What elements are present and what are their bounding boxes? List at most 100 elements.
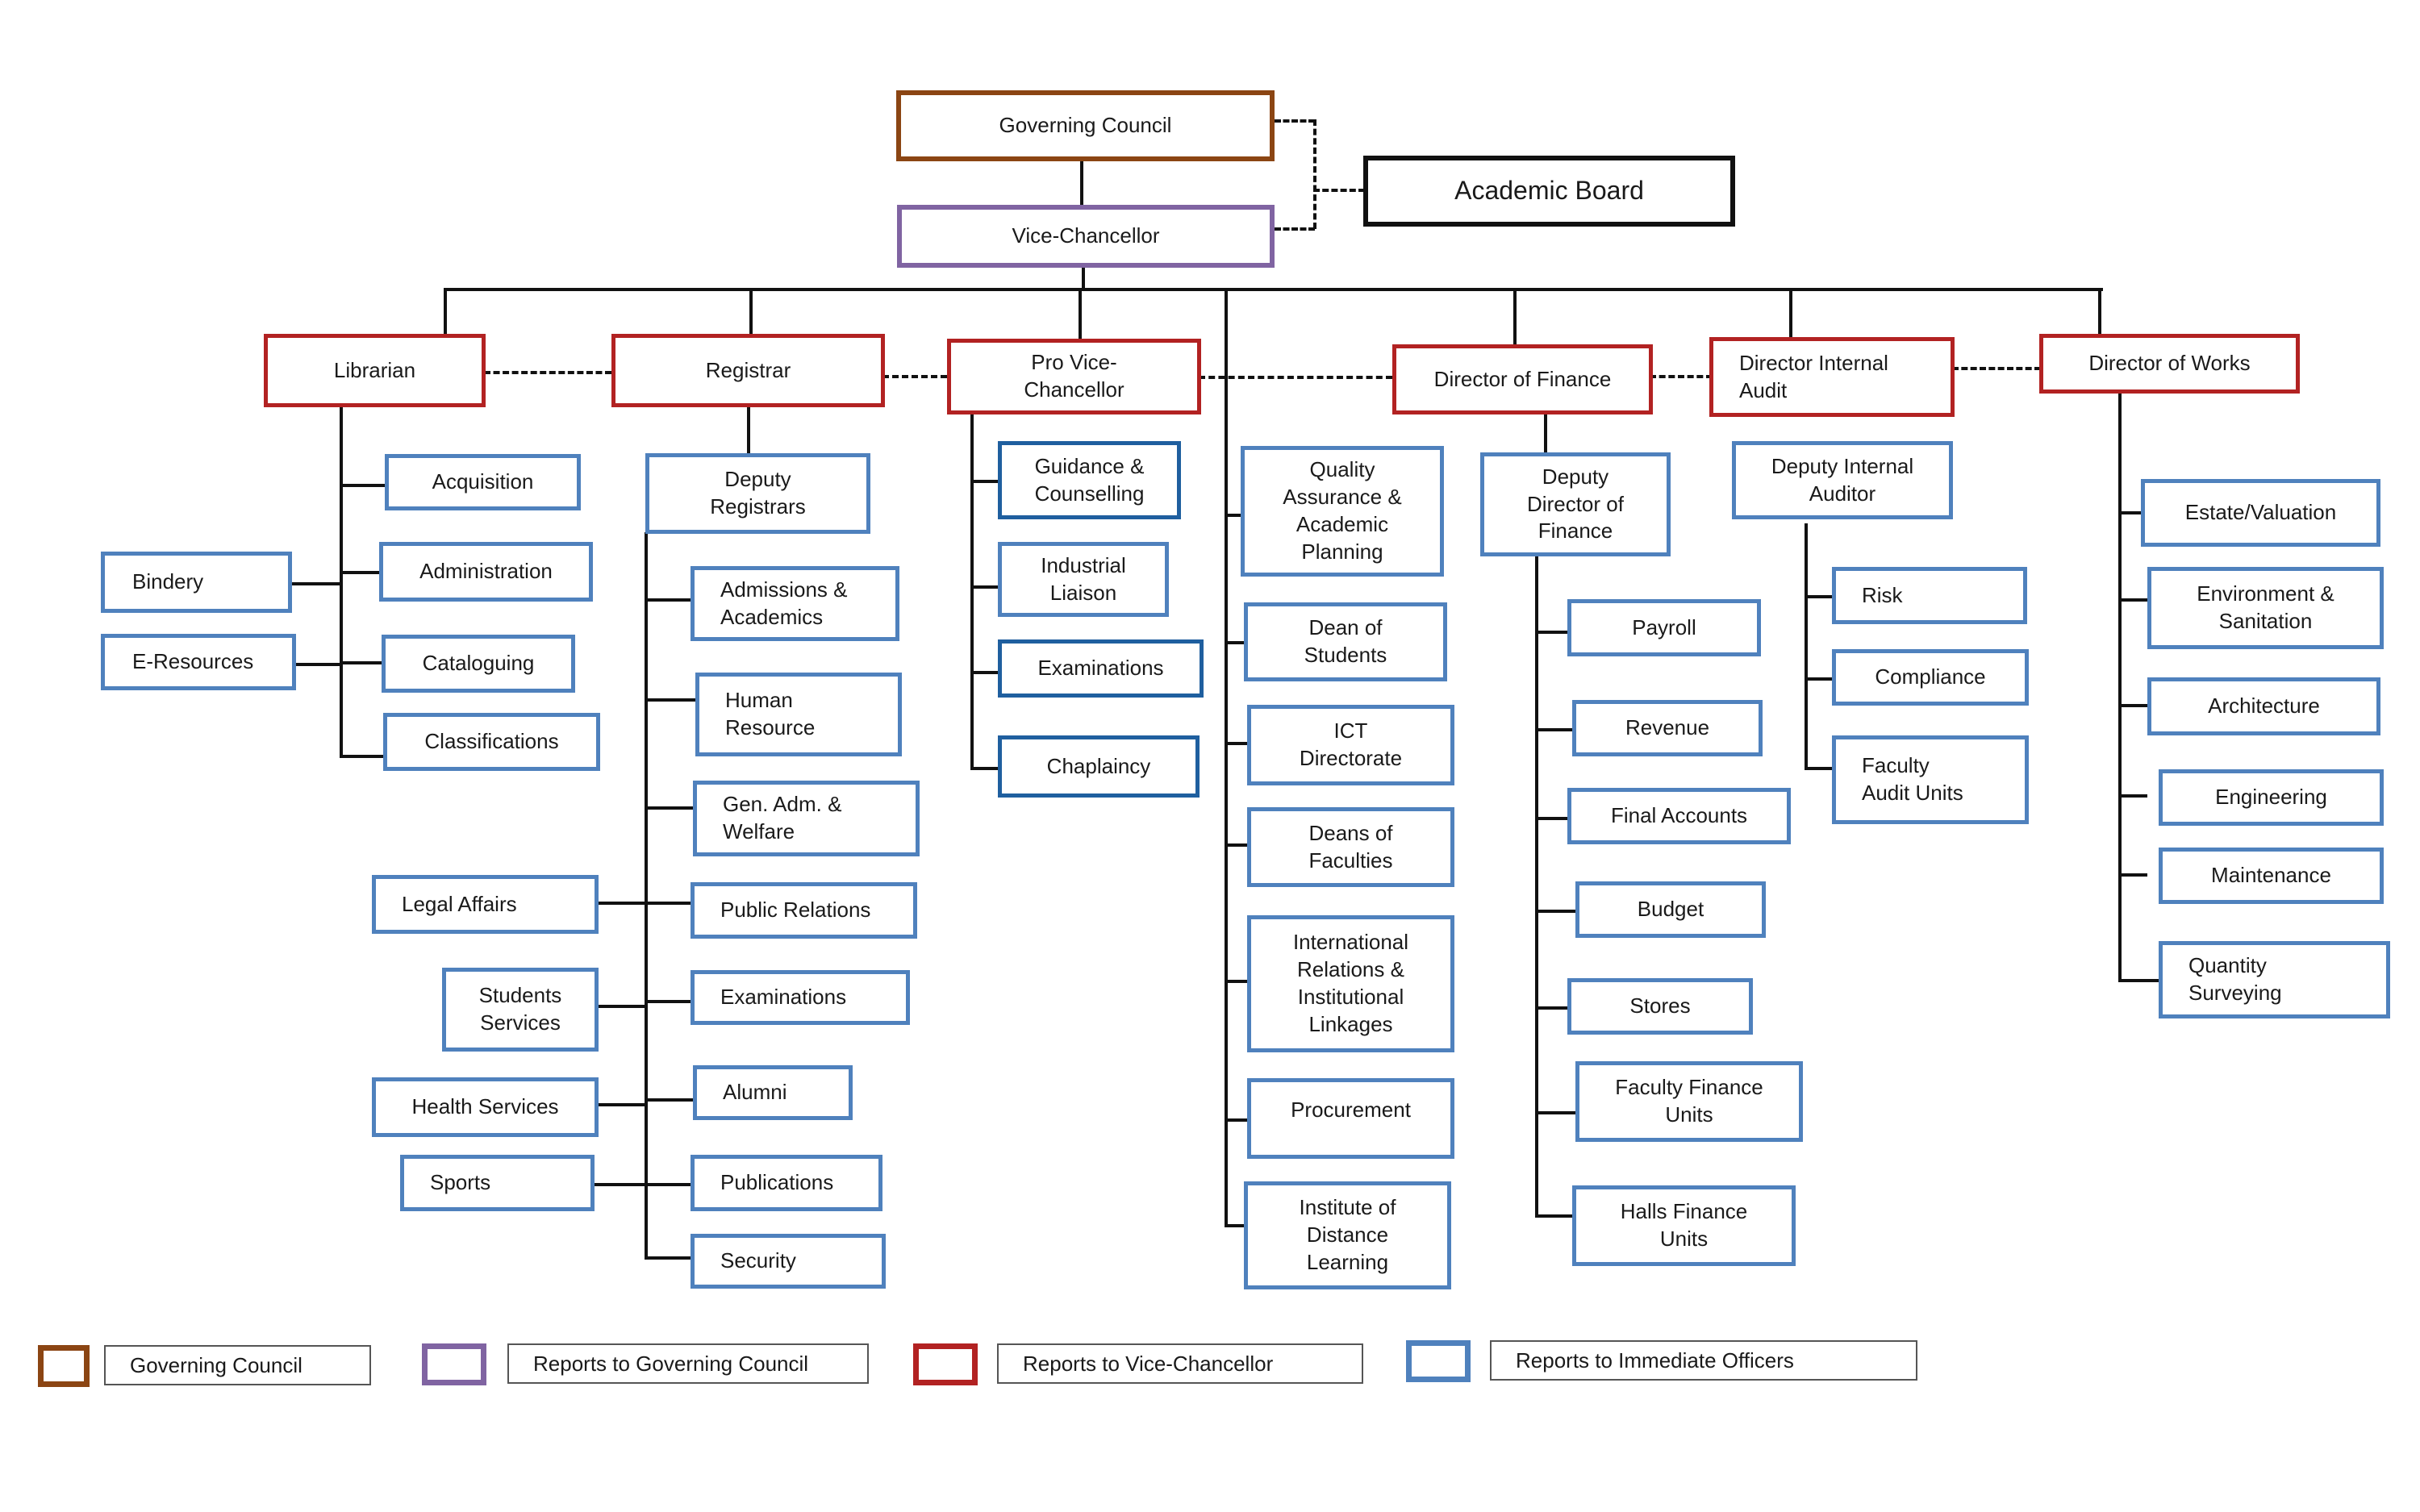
connector [444, 288, 2103, 291]
node-label: Deputy Registrars [710, 467, 806, 519]
connector [599, 1103, 646, 1106]
legend-swatch-governing-council [38, 1345, 90, 1387]
connector [2098, 288, 2101, 334]
connector [2118, 979, 2159, 982]
admissions-academics-node: Admissions & Academics [691, 566, 899, 641]
bindery-node: Bindery [101, 552, 292, 613]
connector [1082, 266, 1085, 290]
examinations-node: Examinations [998, 639, 1204, 698]
node-label: Human Resource [725, 688, 816, 739]
chaplaincy-node: Chaplaincy [998, 735, 1200, 798]
node-label: Academic Board [1454, 176, 1644, 206]
connector [2118, 794, 2147, 798]
node-label: Examinations [720, 985, 847, 1010]
connector [444, 288, 447, 334]
administration-node: Administration [379, 542, 593, 602]
node-label: Deputy Internal Auditor [1771, 453, 1914, 506]
node-label: Health Services [411, 1094, 559, 1119]
health-services-node: Health Services [372, 1077, 599, 1137]
connector [1535, 910, 1575, 913]
budget-node: Budget [1575, 881, 1766, 938]
cataloguing-node: Cataloguing [382, 635, 575, 693]
dashed-connector [1313, 119, 1316, 229]
connector [595, 1183, 646, 1186]
node-label: Payroll [1632, 614, 1696, 639]
node-label: Quality Assurance & Academic Planning [1283, 457, 1402, 564]
connector [1225, 1118, 1247, 1122]
dashed-connector [1650, 375, 1713, 378]
connector [2118, 598, 2147, 602]
connector [645, 1000, 691, 1003]
dashed-connector [1313, 189, 1365, 192]
e-resources-node: E-Resources [101, 634, 296, 690]
engineering-node: Engineering [2159, 769, 2384, 826]
governing-council-node: Governing Council [896, 90, 1275, 161]
node-label: Guidance & Counselling [1034, 453, 1145, 506]
node-label: Industrial Liaison [1041, 552, 1126, 605]
connector [645, 532, 648, 1260]
node-label: Director of Finance [1433, 366, 1612, 391]
connector [1535, 817, 1572, 820]
node-label: Students Services [478, 983, 562, 1035]
node-label: E-Resources [132, 649, 254, 674]
deputy-internal-auditor-node: Deputy Internal Auditor [1732, 441, 1953, 519]
dashed-connector [1275, 119, 1315, 123]
connector [2118, 511, 2141, 514]
node-label: Gen. Adm. & Welfare [723, 792, 842, 843]
node-label: Risk [1862, 582, 1903, 607]
node-label: Public Relations [720, 898, 871, 923]
legend-swatch-reports-to-immediate-officers [1406, 1340, 1471, 1382]
node-label: Publications [720, 1170, 834, 1195]
students-services-node: Students Services [442, 968, 599, 1052]
connector [1535, 1111, 1575, 1114]
faculty-audit-units-node: Faculty Audit Units [1832, 735, 2029, 824]
gen-adm-welfare-node: Gen. Adm. & Welfare [693, 781, 920, 856]
connector [340, 755, 383, 758]
node-label: Bindery [132, 569, 204, 594]
connector [1079, 288, 1082, 339]
classifications-node: Classifications [383, 713, 600, 771]
connector [1535, 1214, 1572, 1218]
node-label: Chaplaincy [1046, 753, 1151, 778]
connector [747, 406, 750, 455]
sports-node: Sports [400, 1155, 595, 1211]
connector [645, 806, 693, 810]
connector [2118, 392, 2122, 982]
connector [1225, 641, 1244, 644]
node-label: Classifications [424, 729, 559, 754]
quality-assurance-node: Quality Assurance & Academic Planning [1241, 446, 1444, 577]
dashed-connector [1199, 376, 1392, 379]
guidance-counselling-node: Guidance & Counselling [998, 441, 1181, 519]
connector [970, 585, 998, 589]
node-label: Governing Council [999, 113, 1172, 138]
node-label: Admissions & Academics [720, 577, 848, 629]
node-label: Quantity Surveying [2188, 953, 2282, 1005]
maintenance-node: Maintenance [2159, 848, 2384, 904]
connector [340, 406, 343, 758]
connector [1225, 843, 1247, 847]
dashed-connector [1275, 227, 1315, 231]
node-label: Examinations [1037, 656, 1164, 681]
connector [749, 288, 753, 334]
legend-label-governing-council: Governing Council [104, 1345, 371, 1385]
halls-finance-units-node: Halls Finance Units [1572, 1185, 1796, 1266]
director-of-works-node: Director of Works [2039, 334, 2300, 394]
node-label: Engineering [2215, 785, 2327, 810]
node-label: Cataloguing [422, 651, 535, 676]
connector [1805, 677, 1832, 681]
node-label: Maintenance [2211, 863, 2331, 888]
connector [1535, 556, 1538, 1218]
node-label: Stores [1629, 993, 1691, 1018]
institute-distance-learning-node: Institute of Distance Learning [1244, 1181, 1451, 1289]
legend-swatch-reports-to-governing-council [422, 1343, 486, 1385]
node-label: Budget [1637, 897, 1704, 922]
node-label: Dean of Students [1304, 615, 1387, 667]
node-label: Legal Affairs [402, 891, 517, 916]
connector [645, 1256, 691, 1260]
revenue-node: Revenue [1572, 700, 1763, 756]
connector [1789, 288, 1792, 337]
connector [970, 671, 998, 674]
examinations-node: Examinations [691, 970, 910, 1025]
risk-node: Risk [1832, 567, 2027, 624]
connector [645, 698, 703, 702]
